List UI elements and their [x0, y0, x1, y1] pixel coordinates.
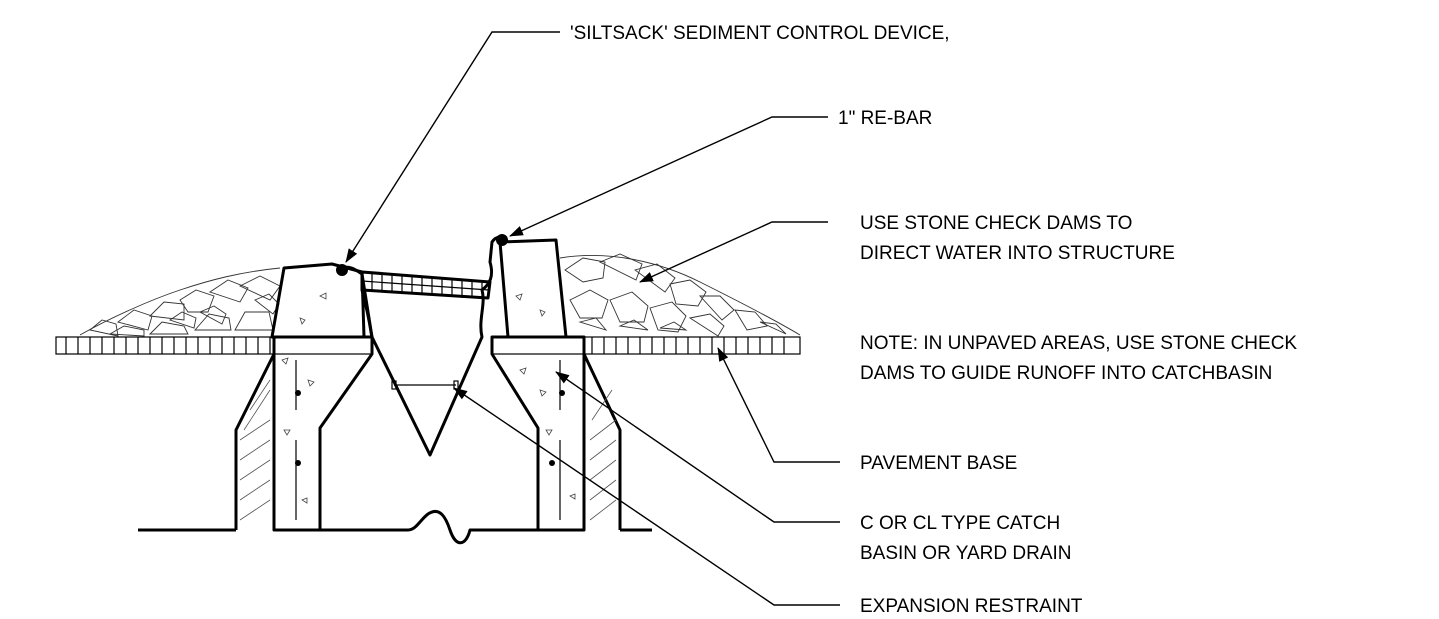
leader-stone-dams	[639, 221, 828, 283]
leader-expansion	[453, 387, 840, 606]
siltsack-bag	[339, 235, 508, 457]
label-note-line2: DAMS TO GUIDE RUNOFF INTO CATCHBASIN	[860, 363, 1272, 384]
label-pavement-base: PAVEMENT BASE	[860, 453, 1017, 474]
label-stone-dams-line2: DIRECT WATER INTO STRUCTURE	[860, 243, 1175, 264]
label-rebar: 1" RE-BAR	[838, 108, 932, 129]
catch-basin-left-wall	[234, 335, 374, 532]
leader-catch-basin	[555, 371, 840, 523]
label-stone-dams-line1: USE STONE CHECK DAMS TO	[860, 213, 1132, 234]
rebar-right-icon	[496, 234, 508, 246]
pavement-base-right	[491, 336, 801, 355]
stone-check-dam-right	[559, 253, 801, 337]
pavement-base-left	[55, 336, 373, 355]
grate	[360, 270, 492, 300]
label-catch-basin-line1: C OR CL TYPE CATCH	[860, 513, 1060, 534]
stone-check-dam-left	[79, 267, 281, 337]
right-block	[498, 238, 568, 339]
ground-line	[138, 509, 652, 545]
leader-siltsack	[345, 31, 560, 263]
label-note-line1: NOTE: IN UNPAVED AREAS, USE STONE CHECK	[860, 333, 1297, 354]
label-siltsack: 'SILTSACK' SEDIMENT CONTROL DEVICE,	[570, 23, 950, 44]
rebar-left-icon	[336, 264, 348, 276]
label-catch-basin-line2: BASIN OR YARD DRAIN	[860, 543, 1072, 564]
label-expansion-restraint: EXPANSION RESTRAINT	[860, 596, 1083, 617]
leader-rebar	[509, 116, 828, 237]
catch-basin-right-wall	[490, 335, 622, 532]
leader-pavement	[717, 347, 840, 463]
left-block	[270, 262, 366, 339]
